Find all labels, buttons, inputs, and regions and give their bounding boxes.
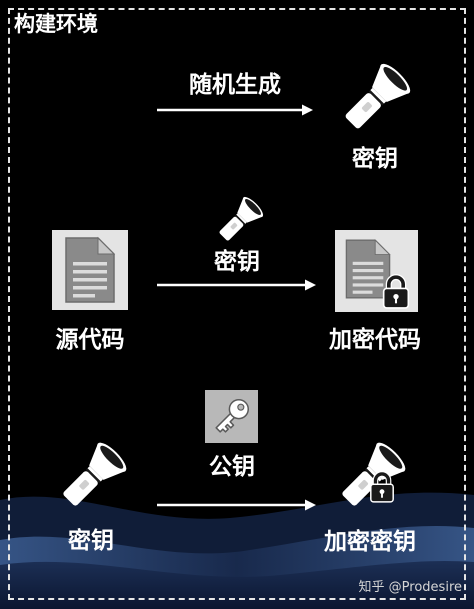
flashlight-key-icon [213, 194, 266, 247]
environment-title: 构建环境 [14, 12, 98, 36]
code-key-label: 密钥 [214, 249, 260, 275]
flashlight-key-icon [54, 438, 131, 515]
source-code-document-icon [52, 230, 128, 310]
wave-decoration [0, 492, 474, 609]
locked-document-icon [335, 230, 418, 312]
source-code-label: 源代码 [55, 327, 125, 353]
public-key-label: 公钥 [209, 454, 255, 480]
environment-frame [8, 8, 466, 600]
random-generate-label: 随机生成 [189, 72, 281, 98]
key-icon [205, 390, 258, 443]
flashlight-key-icon [336, 59, 415, 138]
source-key-label: 密钥 [68, 528, 114, 554]
encrypted-code-label: 加密代码 [329, 327, 421, 353]
locked-flashlight-key-icon [333, 438, 410, 515]
watermark: 知乎 @Prodesire [358, 580, 462, 595]
generated-key-label: 密钥 [352, 146, 398, 172]
encrypted-key-label: 加密密钥 [324, 529, 416, 555]
